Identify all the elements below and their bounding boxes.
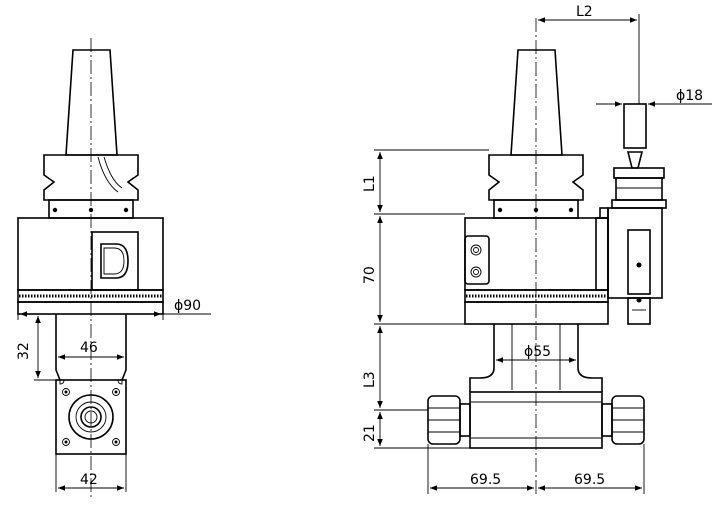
dim-70: 70 xyxy=(362,266,378,284)
side-taper-shank xyxy=(510,49,563,156)
side-main-housing xyxy=(464,217,609,291)
dim-d18: ϕ18 xyxy=(676,88,703,104)
side-view: L2 ϕ18 L1 70 L3 21 ϕ55 69.5 69.5 xyxy=(362,4,712,495)
taper-shank xyxy=(65,49,118,156)
side-flange-collar xyxy=(488,154,584,201)
dim-69-5-right: 69.5 xyxy=(574,472,605,488)
dim-d90: ϕ90 xyxy=(174,298,201,314)
dim-46: 46 xyxy=(80,340,98,356)
dim-32: 32 xyxy=(16,342,32,360)
scale-ring xyxy=(17,289,164,303)
dim-69-5-left: 69.5 xyxy=(470,472,501,488)
side-unit xyxy=(607,103,667,325)
brand-logo xyxy=(91,231,139,291)
dim-L2: L2 xyxy=(576,4,593,20)
main-housing xyxy=(17,217,164,291)
flange-collar xyxy=(43,154,139,201)
dim-L1: L1 xyxy=(362,175,378,192)
dim-42: 42 xyxy=(80,472,98,488)
square-flange xyxy=(55,379,127,455)
neck xyxy=(55,314,127,381)
right-nut xyxy=(601,395,645,445)
dim-d55: ϕ55 xyxy=(524,344,551,360)
left-nut xyxy=(427,395,471,445)
front-view: ϕ90 46 32 42 xyxy=(16,38,211,500)
dim-21: 21 xyxy=(362,424,378,442)
side-neck xyxy=(469,324,603,392)
dim-L3: L3 xyxy=(362,371,378,388)
